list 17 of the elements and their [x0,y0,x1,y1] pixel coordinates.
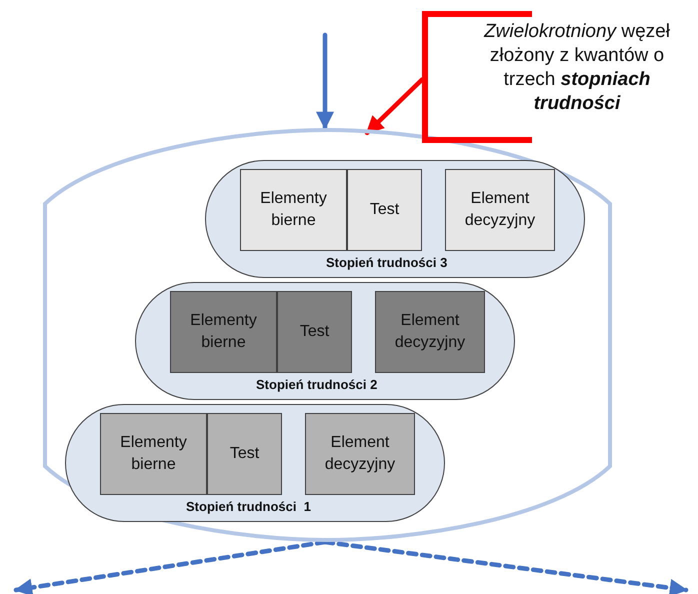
arrow [316,32,334,130]
element-box: Test [347,169,422,251]
level-label: Stopień trudności 2 [256,377,378,393]
element-box: Elementy bierne [170,291,277,373]
level-label: Stopień trudności 3 [326,255,448,271]
arrow [364,77,424,136]
element-box: Test [277,291,352,373]
element-box: Element decyzyjny [445,169,555,251]
arrow [14,540,328,594]
element-box: Elementy bierne [100,413,207,495]
element-box: Elementy bierne [240,169,347,251]
level-label: Stopień trudności 1 [186,499,311,515]
annotation-text: Zwielokrotniony węzeł złożony z kwantów o trzech stopniach trudności [482,20,671,116]
element-box: Test [207,413,282,495]
element-box: Element decyzyjny [375,291,485,373]
arrow [322,540,688,594]
element-box: Element decyzyjny [305,413,415,495]
